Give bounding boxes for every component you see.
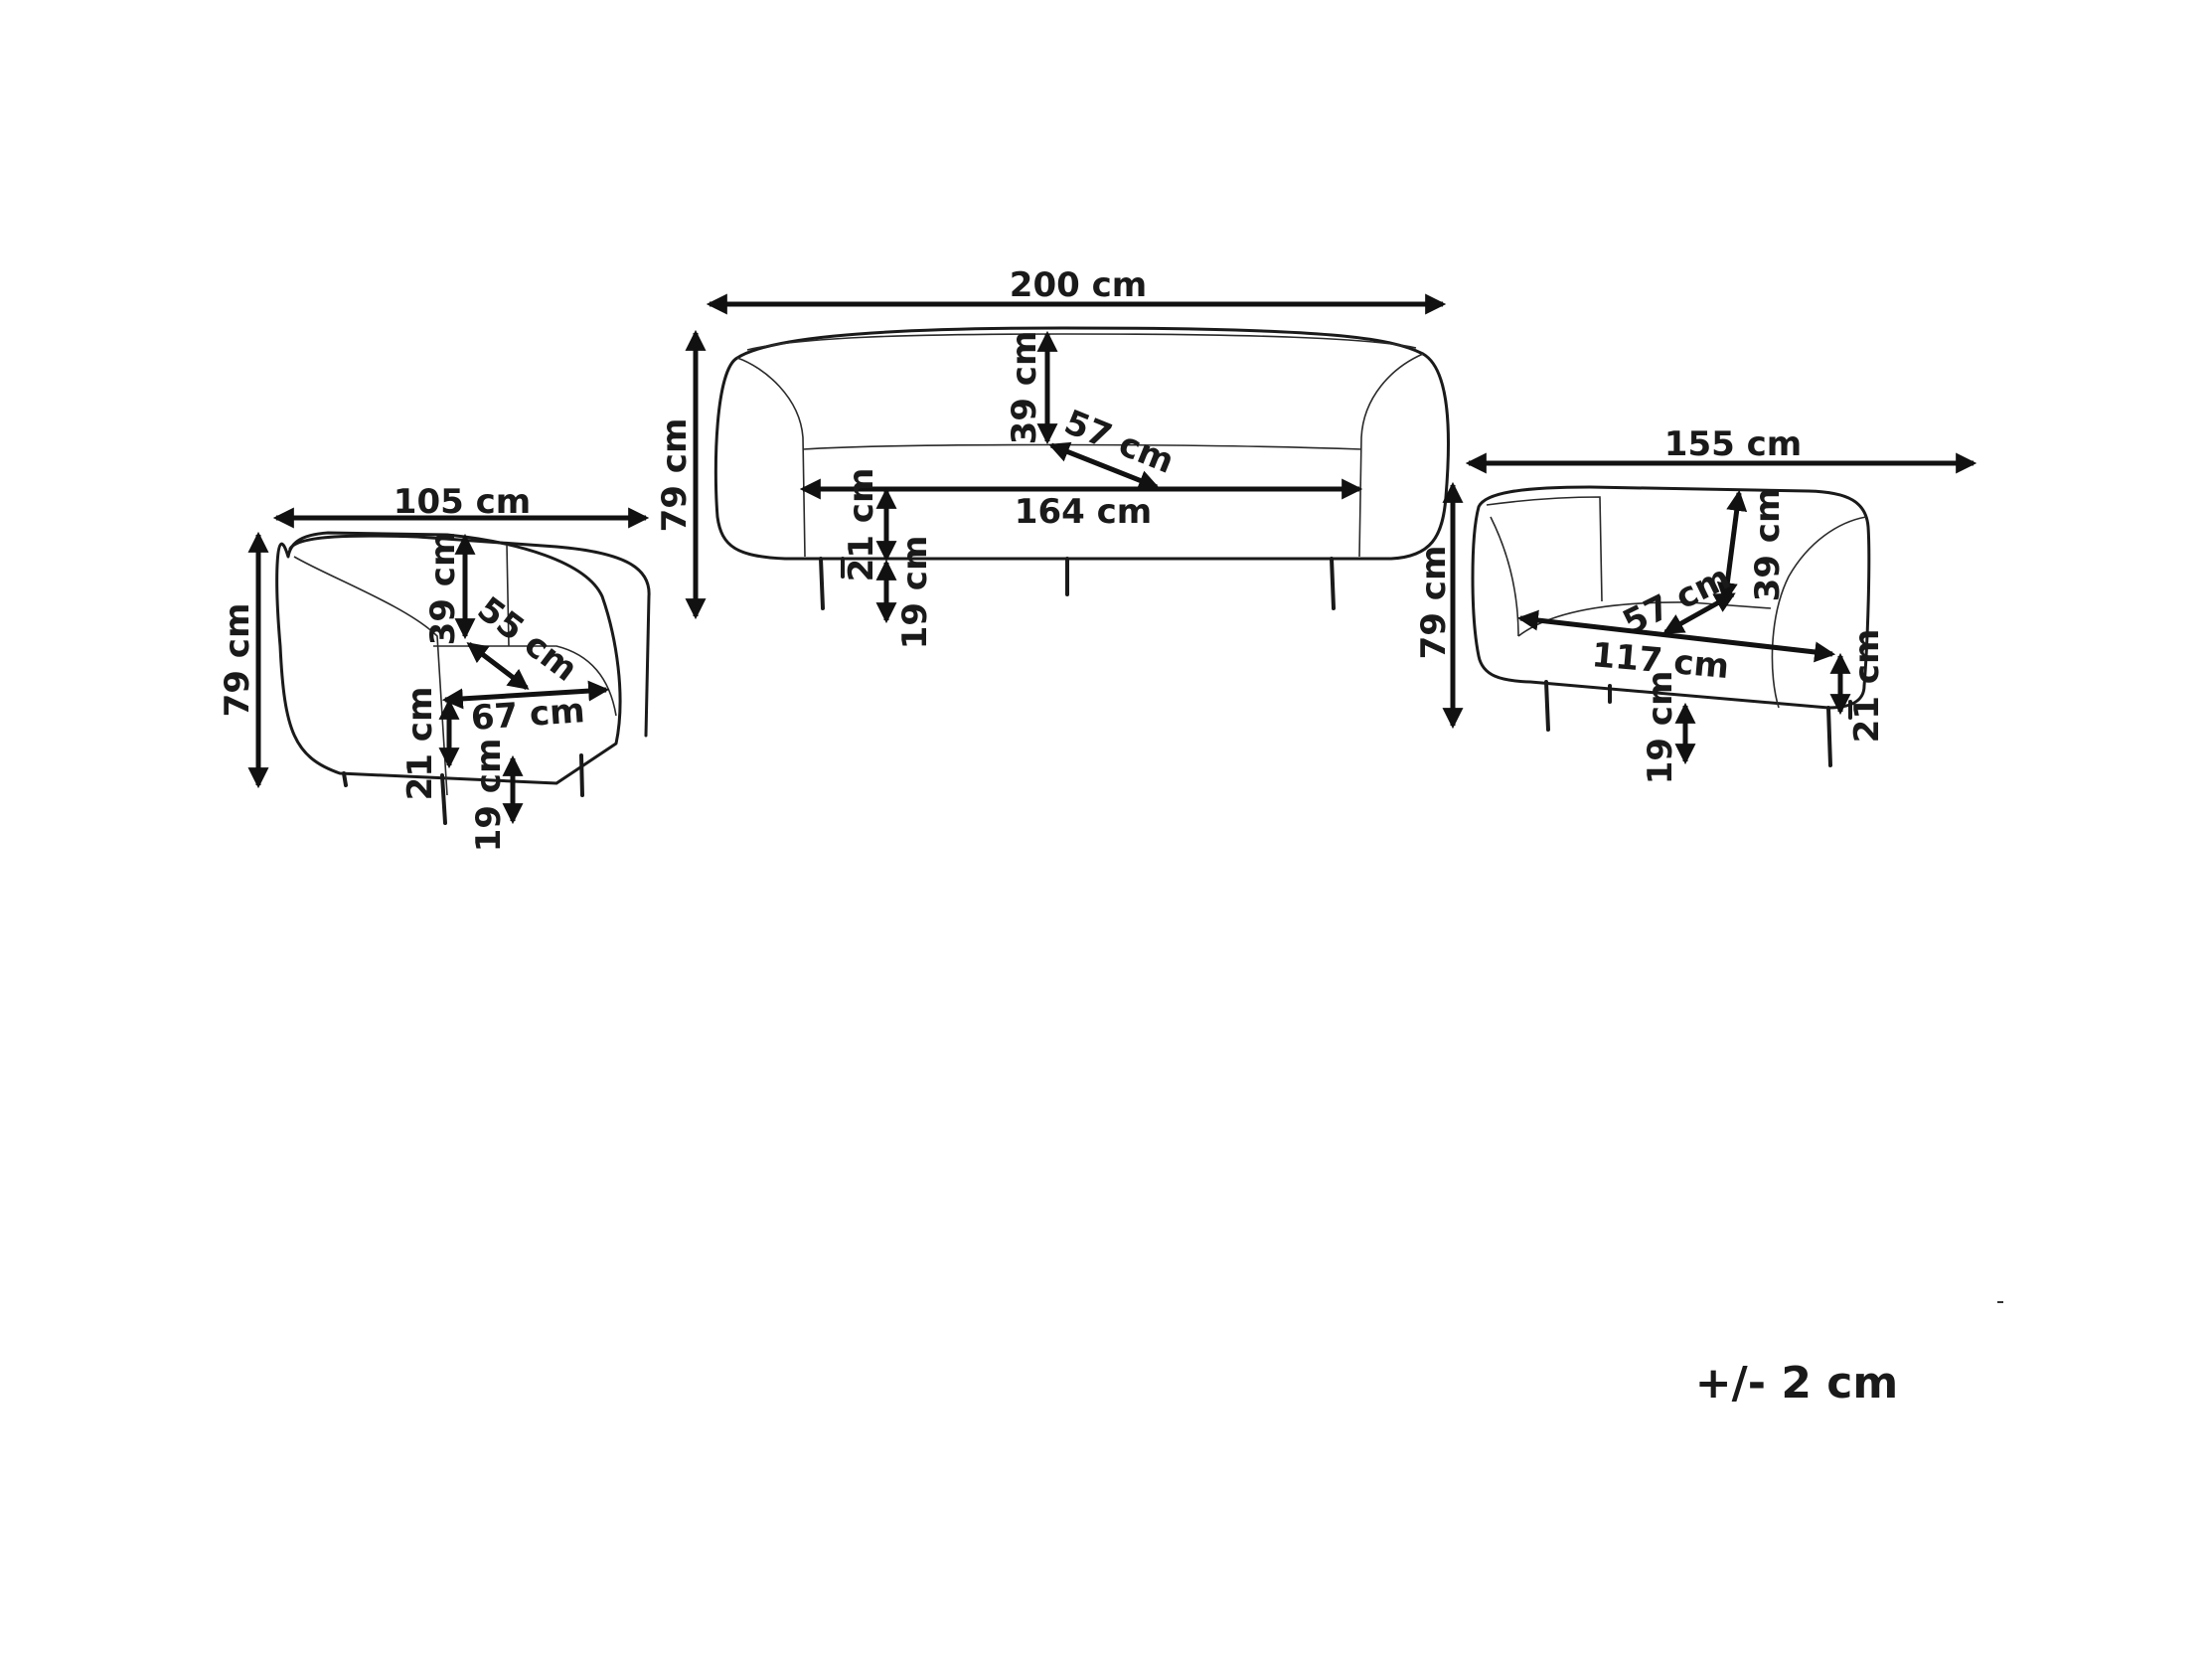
three-seater-back-height-label: 39 cm [1005, 331, 1044, 445]
two-seater-leg-1 [1544, 680, 1550, 732]
two-seater-left-arm-inner [1490, 516, 1519, 637]
armchair-back-rim [288, 534, 651, 738]
two-seater-right-arm [1771, 516, 1867, 709]
armchair-back-seam [506, 544, 510, 647]
armchair-seat-depth-label: 55 cm [470, 589, 585, 690]
armchair-back-inner [293, 556, 448, 796]
three-seater-leg-height-label: 19 cm [895, 536, 935, 650]
armchair-seat-inner [433, 645, 617, 717]
armchair-width-label: 105 cm [394, 482, 531, 522]
three-seater-left-arm [736, 357, 806, 558]
two-seater-width-label: 155 cm [1664, 424, 1802, 464]
three-seater-width-label: 200 cm [1010, 265, 1147, 305]
two-seater-seat-thickness-label: 21 cm [1847, 629, 1887, 744]
two-seater-back-height-arrow [1716, 489, 1748, 604]
three-seater-height-label: 79 cm [655, 418, 695, 533]
two-seater-outline [1471, 485, 1871, 710]
armchair-seat-width-label: 67 cm [470, 691, 586, 739]
armchair-seat-width-arrow [441, 680, 610, 710]
three-seater-back-rim [746, 333, 1417, 351]
armchair-seat-thickness-label: 21 cm [400, 687, 440, 801]
three-seater-seat-width-label: 164 cm [1015, 492, 1152, 532]
three-seater-seat-thickness-label: 21 cm [842, 468, 881, 582]
three-seater-leg-4 [1330, 557, 1336, 610]
armchair-leg-height-label: 19 cm [469, 739, 509, 853]
three-seater-right-arm [1358, 353, 1424, 558]
two-seater-seat-width-arrow [1516, 609, 1836, 663]
armchair-height-label: 79 cm [218, 603, 257, 718]
two-seater-height-label: 79 cm [1414, 546, 1454, 660]
two-seater-back-height-label: 39 cm [1748, 488, 1788, 602]
three-seater-dimensions: 200 cm 79 cm 39 cm 57 cm 164 cm 21 cm 19… [655, 265, 1447, 650]
armchair-back-height-label: 39 cm [423, 532, 463, 646]
armchair-leg-front-right [579, 753, 584, 797]
tolerance-note: +/- 2 cm [1695, 1358, 1898, 1409]
two-seater-dimensions: 155 cm 79 cm 39 cm 57 cm 117 cm 21 cm 19… [1414, 424, 1977, 785]
two-seater-left-back-line [1486, 496, 1603, 602]
two-seater-leg-height-label: 19 cm [1641, 671, 1680, 785]
armchair-leg-back-left [342, 771, 348, 787]
three-seater-outline [713, 326, 1451, 561]
three-seater-leg-1 [819, 557, 825, 610]
three-seater-drawing [713, 326, 1451, 610]
two-seater-leg-3 [1826, 706, 1832, 767]
armchair-leg-front-left [440, 773, 447, 825]
